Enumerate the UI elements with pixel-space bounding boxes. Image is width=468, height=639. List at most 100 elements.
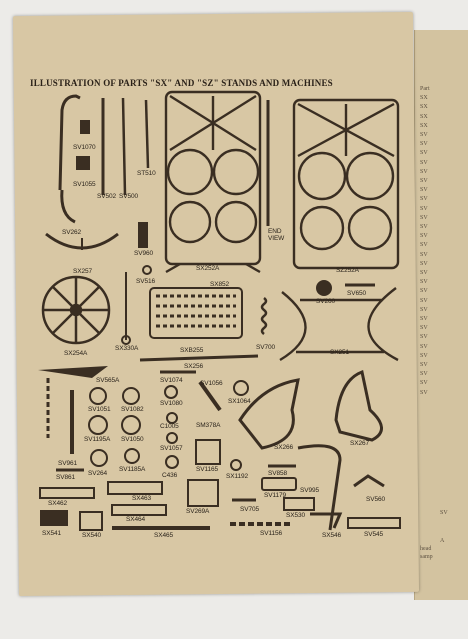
facing-page-footer-1: SV: [440, 510, 448, 516]
part-sv565a: [38, 366, 108, 378]
part-sv516: [142, 265, 152, 275]
facing-page-line: SV: [420, 187, 428, 194]
part-sx267: [334, 369, 383, 442]
part-sv1056: [198, 380, 222, 412]
part-sx462: [39, 487, 95, 499]
part-sv1185a: [124, 448, 140, 464]
part-sx852-treadle: [149, 287, 243, 339]
part-sv1082: [122, 387, 140, 405]
facing-page-line: SV: [420, 260, 428, 267]
label-sv500: SV500: [119, 193, 139, 200]
page-title: ILLUSTRATION OF PARTS "SX" AND "SZ" STAN…: [30, 78, 333, 88]
label-sv1050: SV1050: [121, 436, 144, 443]
part-sx463: [107, 481, 163, 495]
label-sv650: SV650: [347, 290, 367, 297]
facing-page-footer-2: A: [440, 538, 445, 544]
label-sv1080: SV1080: [160, 400, 183, 407]
facing-page-line: SV: [420, 352, 428, 359]
part-sx266: [238, 378, 300, 450]
label-sxb255: SXB255: [180, 347, 204, 354]
part-st510-rod: [144, 99, 150, 169]
part-sxb255-bar: [139, 354, 259, 362]
facing-page-line: SV: [420, 270, 428, 276]
facing-page-line: SV: [420, 297, 428, 304]
facing-page-line: SV: [420, 224, 428, 230]
label-sx530: SX530: [286, 512, 306, 519]
label-sx464: SX464: [126, 516, 146, 523]
label-st510: ST510: [137, 170, 156, 177]
facing-page-line: SV: [420, 150, 428, 157]
label-sx266: SX266: [274, 444, 294, 451]
part-sv1051: [89, 387, 107, 405]
facing-page-line: SV: [420, 214, 428, 221]
facing-page-footer-4: samp: [420, 554, 433, 560]
part-sv260: [316, 280, 332, 296]
label-c1005: C1005: [160, 423, 179, 430]
label-sx252a: SX252A: [196, 265, 220, 272]
label-sx540: SX540: [82, 532, 102, 539]
label-sv1185a: SV1185A: [119, 466, 146, 473]
label-sv1156: SV1156: [260, 530, 283, 537]
label-sv1082: SV1082: [121, 406, 144, 413]
part-sv264: [90, 449, 108, 467]
label-c436: C436: [162, 472, 178, 479]
label-sv1070: SV1070: [73, 144, 96, 151]
part-sx530: [283, 497, 315, 511]
label-sz252a: SZ252A: [336, 267, 359, 274]
label-sv861: SV861: [56, 474, 76, 481]
label-sv1051: SV1051: [88, 406, 111, 413]
facing-page-line: Part: [420, 86, 430, 92]
facing-page-line: SV: [420, 288, 428, 295]
label-sx267: SX267: [350, 440, 370, 447]
part-sv1070-rod: [58, 94, 81, 191]
part-c1005: [166, 412, 178, 424]
label-sx257: SX257: [73, 268, 93, 275]
facing-page-line: SV: [420, 306, 428, 313]
label-sx541: SX541: [42, 530, 62, 537]
label-sv1074: SV1074: [160, 377, 183, 384]
label-sv1056: SV1056: [200, 380, 223, 387]
label-sv995: SV995: [300, 487, 320, 494]
facing-page-footer-3: head: [420, 546, 432, 552]
part-sx254a-wheel: [41, 275, 111, 345]
facing-page-line: SV: [420, 316, 428, 322]
facing-page-line: SV: [420, 178, 428, 184]
part-sv1195a: [88, 415, 108, 435]
label-sx1192: SX1192: [226, 473, 249, 480]
label-sv961: SV961: [58, 460, 78, 467]
part-sv1070-bolt: [80, 120, 90, 134]
label-sv502: SV502: [97, 193, 117, 200]
label-sv565a: SV565A: [96, 377, 120, 384]
label-sx463: SX463: [132, 495, 152, 502]
label-sv1195a: SV1195A: [84, 436, 111, 443]
label-sv1057: SV1057: [160, 445, 183, 452]
part-sz252a-frame: [292, 98, 400, 270]
label-sv1179: SV1179: [264, 492, 287, 499]
part-sx251-brace: [279, 287, 399, 362]
part-sv500-rod: [121, 97, 127, 196]
facing-page-line: SV: [420, 196, 428, 203]
label-sx546: SX546: [322, 532, 342, 539]
label-sx254a: SX254A: [64, 350, 88, 357]
label-sx330a: SX330A: [115, 345, 139, 352]
facing-page-line: SX: [420, 104, 428, 111]
facing-page-line: SV: [420, 371, 428, 378]
label-sv700: SV700: [256, 344, 276, 351]
facing-page-line: SV: [420, 334, 428, 341]
label-sx256: SX256: [184, 363, 204, 370]
part-sv269a: [187, 479, 219, 507]
facing-page-line: SV: [420, 380, 428, 387]
label-sv1165: SV1165: [196, 466, 219, 473]
facing-page-line: SV: [420, 362, 428, 368]
label-sv260: SV260: [316, 298, 336, 305]
label-sv858: SV858: [268, 470, 288, 477]
facing-page-line: SX: [420, 122, 428, 129]
label-sv560: SV560: [366, 496, 386, 503]
facing-page-line: SV: [420, 205, 428, 212]
part-sx1064: [233, 380, 249, 396]
label-sv705: SV705: [240, 506, 260, 513]
label-sv264: SV264: [88, 470, 108, 477]
facing-page-line: SX: [420, 113, 428, 120]
facing-page-line: SV: [420, 141, 428, 148]
